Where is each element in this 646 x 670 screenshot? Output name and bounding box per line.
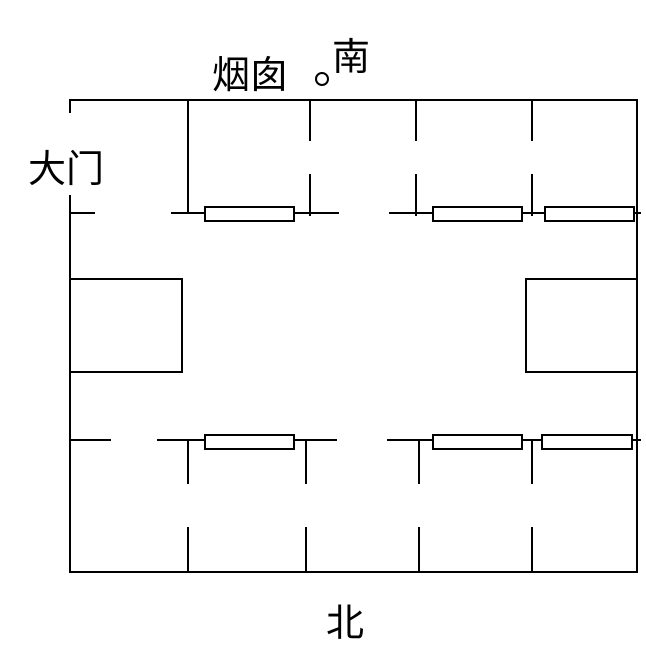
gate-label: 大门 <box>28 147 104 191</box>
south-label: 南 <box>332 35 370 79</box>
south-window-2 <box>432 206 523 222</box>
north-label: 北 <box>326 601 364 645</box>
north-rooms <box>71 434 641 573</box>
south-rooms <box>71 99 641 222</box>
chimney-icon <box>315 72 329 86</box>
north-window-3 <box>541 434 633 450</box>
south-window-1 <box>204 206 295 222</box>
outer-walls <box>69 99 638 573</box>
north-window-1 <box>204 434 295 450</box>
side-wings <box>69 278 638 373</box>
south-window-3 <box>544 206 635 222</box>
chimney-label: 烟囱 <box>212 53 288 97</box>
north-window-2 <box>432 434 523 450</box>
